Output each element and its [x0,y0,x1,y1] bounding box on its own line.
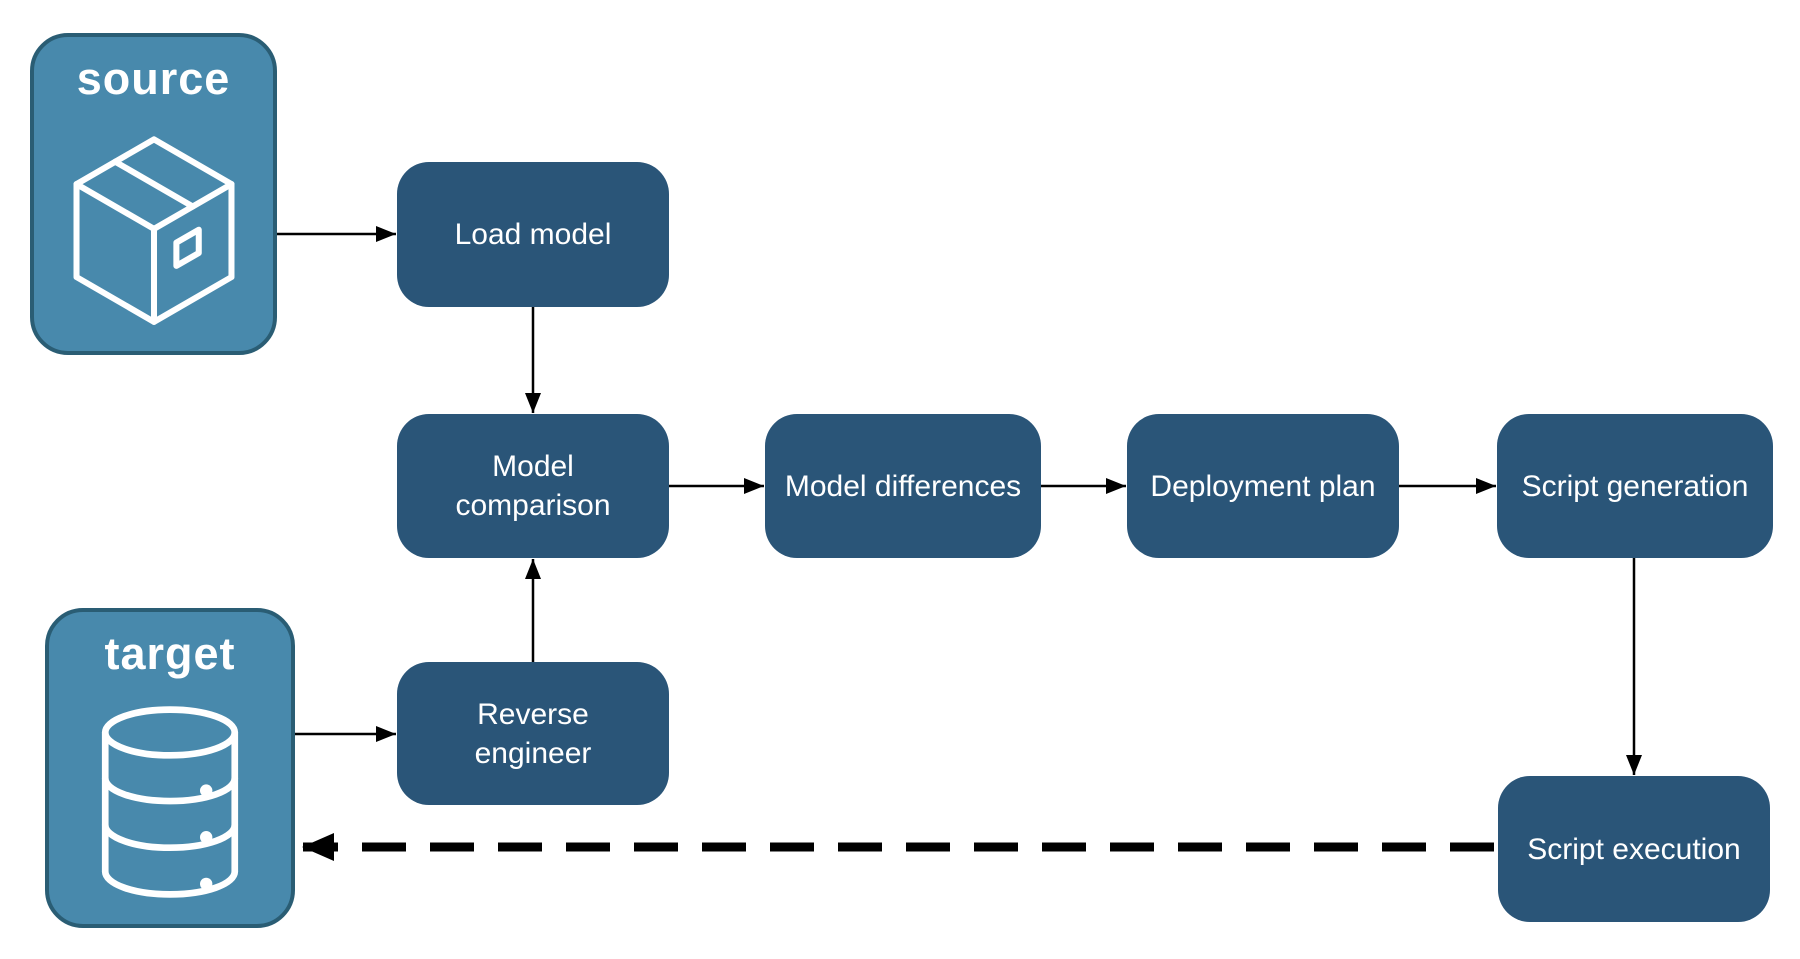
package-icon [34,105,273,351]
node-load-model: Load model [397,162,669,307]
node-deployment-plan: Deployment plan [1127,414,1399,558]
target-label: target [104,628,236,679]
node-script-generation: Script generation [1497,414,1773,558]
endpoint-source: source [30,33,277,355]
source-label: source [76,53,231,104]
node-reverse-engineer: Reverse engineer [397,662,669,805]
database-icon [49,680,291,924]
node-script-execution: Script execution [1498,776,1770,922]
node-model-comparison: Model comparison [397,414,669,558]
node-model-differences: Model differences [765,414,1041,558]
endpoint-target: target [45,608,295,928]
